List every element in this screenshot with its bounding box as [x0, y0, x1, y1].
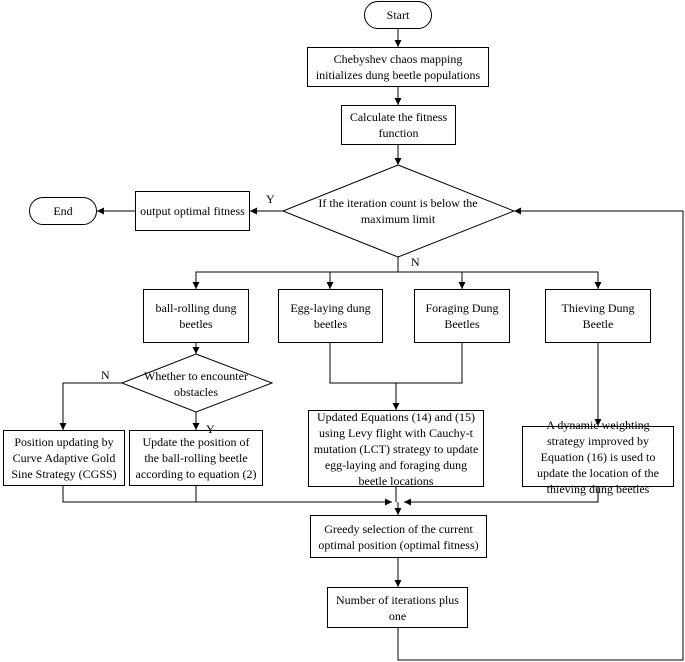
- decision-iteration-text: If the iteration count is below the maxi…: [318, 196, 478, 226]
- label-no-obstacle: N: [101, 368, 110, 382]
- start-terminal: Start: [364, 1, 432, 29]
- foraging-box: Foraging Dung Beetles: [414, 289, 510, 343]
- cgss-box: Position updating by Curve Adaptive Gold…: [3, 430, 125, 486]
- merge-egg-foraging: [329, 343, 463, 384]
- egg-laying-box: Egg-laying dung beetles: [278, 289, 383, 343]
- decision-obstacle-diamond: [120, 353, 274, 413]
- thieving-box: Thieving Dung Beetle: [545, 289, 651, 343]
- calculate-fitness-box: Calculate the fitness function: [341, 105, 456, 145]
- decision-obstacle-text: Whether to encounter obstacles: [144, 369, 248, 399]
- greedy-selection-box: Greedy selection of the current optimal …: [310, 515, 487, 558]
- update-ball-rolling-box: Update the position of the ball-rolling …: [129, 430, 263, 486]
- ball-rolling-box: ball-rolling dung beetles: [143, 289, 249, 343]
- branch-distribution: [195, 257, 399, 289]
- dynamic-weighting-box: A dynamic weighting strategy improved by…: [522, 418, 674, 496]
- decision-iteration-diamond: [281, 164, 516, 258]
- collector-right: [404, 487, 599, 506]
- iterations-plus-one-box: Number of iterations plus one: [327, 587, 468, 628]
- label-yes-iteration: Y: [266, 192, 275, 206]
- init-population-box: Chebyshev chaos mapping initializes dung…: [307, 47, 489, 87]
- end-terminal: End: [29, 197, 97, 225]
- output-fitness-box: output optimal fitness: [135, 191, 250, 231]
- arrow-obstacle-cgss: [59, 382, 122, 430]
- levy-flight-box: Updated Equations (14) and (15) using Le…: [308, 410, 484, 488]
- label-no-iteration: N: [411, 255, 420, 269]
- label-yes-obstacle: Y: [206, 422, 215, 436]
- loop-back: [397, 207, 684, 661]
- collector-left: [62, 486, 392, 506]
